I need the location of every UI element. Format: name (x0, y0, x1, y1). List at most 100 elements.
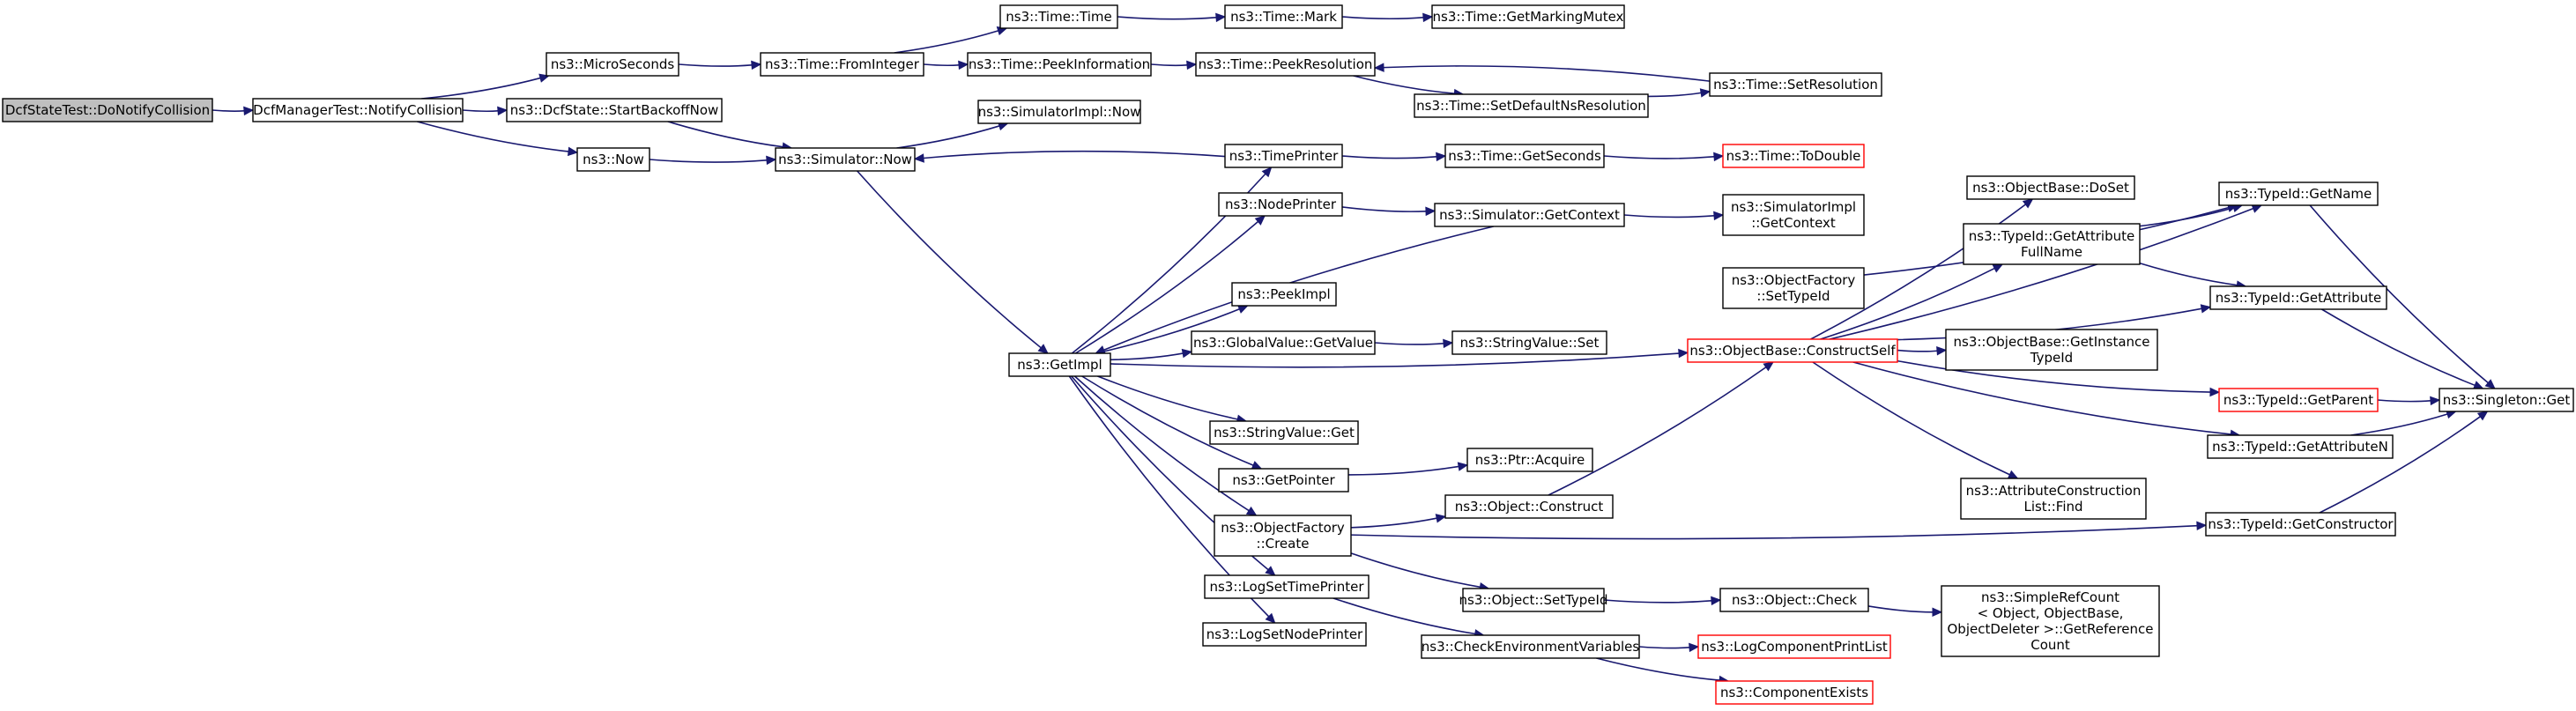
node-box (576, 147, 650, 172)
node-simulatorNow[interactable]: ns3::Simulator::Now (775, 147, 916, 172)
node-timeGetSeconds[interactable]: ns3::Time::GetSeconds (1444, 144, 1605, 168)
node-label: ::SetTypeId (1756, 288, 1830, 304)
arrow-head-icon (1936, 346, 1948, 356)
node-getImpl[interactable]: ns3::GetImpl (1008, 352, 1111, 377)
node-logComponentPrintList[interactable]: ns3::LogComponentPrintList (1697, 634, 1891, 659)
edge-line (1350, 517, 1437, 529)
node-label: ns3::TypeId::GetAttributeN (2212, 439, 2388, 455)
node-timeMark[interactable]: ns3::Time::Mark (1224, 4, 1343, 29)
arrow-head-icon (1435, 514, 1447, 523)
node-peekImpl[interactable]: ns3::PeekImpl (1231, 282, 1337, 307)
node-objectBaseDoSet[interactable]: ns3::ObjectBase::DoSet (1966, 175, 2135, 200)
node-box (2218, 181, 2379, 206)
node-fromInteger[interactable]: ns3::Time::FromInteger (760, 52, 924, 77)
node-simpleRefCountGetReferenceCount[interactable]: ns3::SimpleRefCount< Object, ObjectBase,… (1941, 585, 2160, 657)
node-objectFactorySetTypeId[interactable]: ns3::ObjectFactory::SetTypeId (1722, 267, 1865, 309)
node-label: ns3::Now (583, 152, 644, 167)
arrow-head-icon (913, 153, 924, 163)
node-startBackoffNow[interactable]: ns3::DcfState::StartBackoffNow (506, 98, 723, 122)
node-globalValueGetValue[interactable]: ns3::GlobalValue::GetValue (1191, 330, 1376, 355)
node-simulatorImplGetContext[interactable]: ns3::SimulatorImpl::GetContext (1722, 194, 1865, 236)
node-doNotifyCollision[interactable]: DcfStateTest::DoNotifyCollision (2, 98, 213, 122)
node-label: DcfManagerTest::NotifyCollision (253, 102, 463, 118)
node-box (546, 52, 679, 77)
node-typeIdGetAttribute[interactable]: ns3::TypeId::GetAttribute (2209, 285, 2387, 310)
edge-checkEnvironmentVariables-to-logComponentPrintList (1638, 642, 1700, 653)
node-nodePrinter[interactable]: ns3::NodePrinter (1218, 192, 1343, 217)
node-notifyCollision[interactable]: DcfManagerTest::NotifyCollision (252, 98, 464, 122)
node-objectBaseConstructSelf[interactable]: ns3::ObjectBase::ConstructSelf (1687, 338, 1898, 363)
node-peekInformation[interactable]: ns3::Time::PeekInformation (967, 52, 1152, 77)
node-box (1722, 267, 1865, 309)
edge-objectFactoryCreate-to-typeIdGetConstructor (1350, 521, 2208, 540)
node-setResolution[interactable]: ns3::Time::SetResolution (1709, 72, 1882, 97)
edge-objectBaseConstructSelf-to-attributeConstructionListFind (1812, 361, 2019, 479)
edge-microSeconds-to-fromInteger (678, 60, 762, 70)
node-stringValueSet[interactable]: ns3::StringValue::Set (1451, 330, 1607, 355)
arrow-head-icon (1457, 462, 1469, 471)
node-typeIdGetName[interactable]: ns3::TypeId::GetName (2218, 181, 2379, 206)
node-label: ns3::CheckEnvironmentVariables (1422, 639, 1640, 655)
node-label: Count (2030, 637, 2070, 653)
node-logSetTimePrinter[interactable]: ns3::LogSetTimePrinter (1204, 574, 1370, 599)
node-label: ns3::Simulator::Now (778, 152, 912, 167)
node-objectConstruct[interactable]: ns3::Object::Construct (1444, 494, 1614, 519)
node-timeToDouble[interactable]: ns3::Time::ToDouble (1722, 144, 1865, 168)
node-setDefaultNsResolution[interactable]: ns3::Time::SetDefaultNsResolution (1414, 93, 1649, 118)
node-label: ns3::ObjectBase::DoSet (1972, 180, 2129, 196)
edge-line (1347, 465, 1459, 476)
node-checkEnvironmentVariables[interactable]: ns3::CheckEnvironmentVariables (1421, 634, 1640, 659)
node-microSeconds[interactable]: ns3::MicroSeconds (546, 52, 679, 77)
edge-line (1333, 597, 1475, 635)
node-simulatorGetContext[interactable]: ns3::Simulator::GetContext (1434, 203, 1625, 227)
node-typeIdGetAttributeN[interactable]: ns3::TypeId::GetAttributeN (2207, 434, 2394, 459)
node-stringValueGet[interactable]: ns3::StringValue::Get (1209, 420, 1359, 445)
arrow-head-icon (2200, 304, 2212, 314)
edge-objectCheck-to-simpleRefCountGetReferenceCount (1867, 605, 1943, 618)
node-label: ns3::TypeId::GetName (2225, 186, 2372, 202)
node-label: ns3::GetImpl (1017, 357, 1102, 373)
arrow-head-icon (1713, 152, 1725, 162)
node-timePrinter[interactable]: ns3::TimePrinter (1224, 144, 1343, 168)
edge-line (421, 77, 541, 100)
node-label: ns3::Simulator::GetContext (1439, 207, 1620, 223)
node-objectSetTypeId[interactable]: ns3::Object::SetTypeId (1459, 588, 1608, 612)
node-timeTime[interactable]: ns3::Time::Time (999, 4, 1118, 29)
node-objectCheck[interactable]: ns3::Object::Check (1719, 588, 1869, 612)
node-now[interactable]: ns3::Now (576, 147, 650, 172)
node-simulatorImplNow[interactable]: ns3::SimulatorImpl::Now (977, 100, 1141, 124)
edge-line (1603, 599, 1712, 604)
node-objectFactoryCreate[interactable]: ns3::ObjectFactory::Create (1214, 515, 1352, 557)
node-logSetNodePrinter[interactable]: ns3::LogSetNodePrinter (1202, 622, 1367, 647)
edge-line (1374, 342, 1444, 345)
node-label: ns3::Time::GetSeconds (1448, 148, 1601, 164)
node-box (252, 98, 464, 122)
node-typeIdGetParent[interactable]: ns3::TypeId::GetParent (2218, 388, 2379, 412)
node-peekResolution[interactable]: ns3::Time::PeekResolution (1195, 52, 1376, 77)
edge-line (1074, 220, 1259, 354)
node-label: ns3::TypeId::GetConstructor (2208, 516, 2394, 532)
node-getPointer[interactable]: ns3::GetPointer (1218, 468, 1349, 493)
edge-line (1623, 214, 1715, 218)
edge-line (649, 159, 768, 163)
node-singletonGet[interactable]: ns3::Singleton::Get (2439, 388, 2574, 412)
node-box (967, 52, 1152, 77)
node-label: ns3::Time::FromInteger (765, 56, 920, 72)
node-ptrAcquire[interactable]: ns3::Ptr::Acquire (1466, 448, 1593, 472)
node-typeIdGetConstructor[interactable]: ns3::TypeId::GetConstructor (2205, 512, 2396, 537)
node-box (999, 4, 1118, 29)
arrow-head-icon (1422, 12, 1434, 23)
node-label: ns3::PeekImpl (1237, 286, 1330, 302)
node-label: ns3::LogComponentPrintList (1701, 639, 1888, 655)
node-componentExists[interactable]: ns3::ComponentExists (1715, 680, 1874, 705)
edge-line (1353, 75, 1455, 94)
node-box (1451, 330, 1607, 355)
node-label: FullName (2021, 244, 2082, 260)
edge-line (2321, 308, 2476, 387)
node-box (1966, 175, 2135, 200)
node-getMarkingMutex[interactable]: ns3::Time::GetMarkingMutex (1431, 4, 1625, 29)
